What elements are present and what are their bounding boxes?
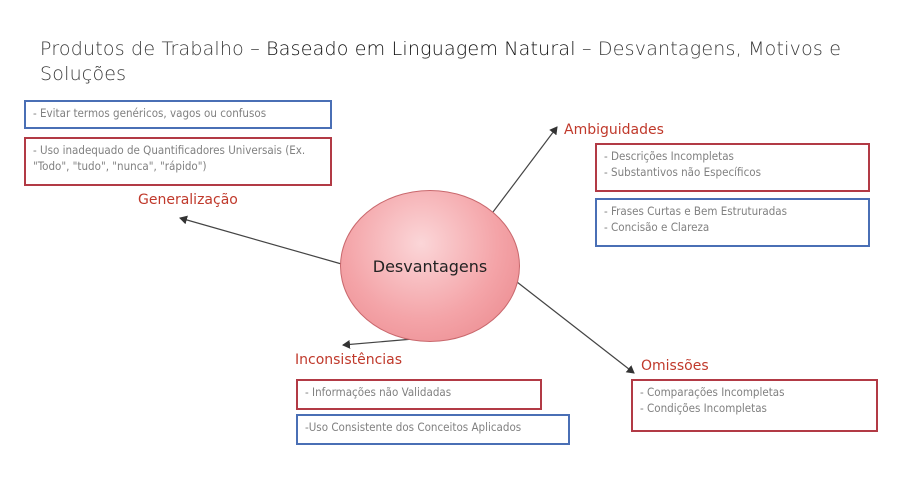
center-node: Desvantagens bbox=[340, 190, 520, 342]
inconsistencias-problem-box: - Informações não Validadas bbox=[296, 379, 542, 410]
omissoes-problem-line-1: - Comparações Incompletas bbox=[640, 385, 785, 399]
inconsistencias-solution-box: -Uso Consistente dos Conceitos Aplicados bbox=[296, 414, 570, 445]
slide-title: Produtos de Trabalho – Baseado em Lingua… bbox=[40, 37, 860, 87]
title-part1: Produtos de Trabalho – bbox=[40, 38, 267, 60]
ambiguidades-problem-line-1: - Descrições Incompletas bbox=[604, 149, 734, 163]
center-label: Desvantagens bbox=[372, 256, 488, 276]
title-part3: – Desvantagens, Motivos e Soluções bbox=[40, 38, 842, 85]
ambiguidades-problem-box: - Descrições Incompletas - Substantivos … bbox=[595, 143, 870, 192]
ambiguidades-solution-line-2: - Concisão e Clareza bbox=[604, 220, 710, 234]
ambiguidades-solution-box: - Frases Curtas e Bem Estruturadas - Con… bbox=[595, 198, 870, 247]
inconsistencias-problem-line: - Informações não Validadas bbox=[305, 385, 452, 399]
omissoes-label: Omissões bbox=[641, 358, 709, 374]
generalizacao-problem-line-2: "Todo", "tudo", "nunca", "rápido") bbox=[33, 159, 207, 173]
generalizacao-problem-box: - Uso inadequado de Quantificadores Univ… bbox=[24, 137, 332, 186]
title-part2: Baseado em Linguagem Natural bbox=[266, 38, 576, 60]
generalizacao-problem-line-1: - Uso inadequado de Quantificadores Univ… bbox=[33, 143, 306, 157]
omissoes-problem-line-2: - Condições Incompletas bbox=[640, 401, 767, 415]
generalizacao-label: Generalização bbox=[138, 192, 238, 208]
arrow-omissoes bbox=[516, 281, 635, 374]
omissoes-problem-box: - Comparações Incompletas - Condições In… bbox=[631, 379, 878, 432]
arrow-generalizacao bbox=[179, 215, 346, 266]
inconsistencias-label: Inconsistências bbox=[295, 352, 403, 368]
generalizacao-solution-box: - Evitar termos genéricos, vagos ou conf… bbox=[24, 100, 332, 129]
ambiguidades-problem-line-2: - Substantivos não Específicos bbox=[604, 165, 761, 179]
ambiguidades-solution-line-1: - Frases Curtas e Bem Estruturadas bbox=[604, 204, 788, 218]
arrow-ambiguidades bbox=[492, 126, 558, 213]
ambiguidades-label: Ambiguidades bbox=[564, 122, 664, 138]
inconsistencias-solution-line: -Uso Consistente dos Conceitos Aplicados bbox=[305, 420, 522, 434]
generalizacao-solution-line: - Evitar termos genéricos, vagos ou conf… bbox=[33, 106, 267, 120]
